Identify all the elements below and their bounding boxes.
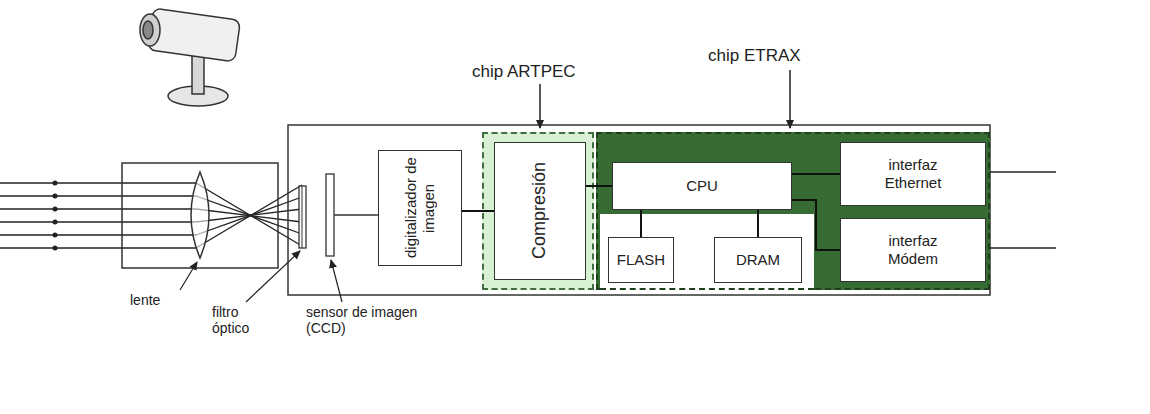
bus-connector (586, 185, 612, 187)
artpec-chip-region: chip ARTPECCompresión (482, 132, 594, 290)
ray-dots (53, 181, 58, 251)
bus-connector (462, 210, 494, 212)
callout-label: lente (130, 292, 160, 308)
box-label: DRAM (736, 251, 780, 269)
compression-box: Compresión (494, 142, 586, 280)
light-rays (0, 183, 302, 248)
leader-line (246, 251, 300, 302)
camera-lens (140, 14, 160, 46)
camera-lens-glass (143, 21, 153, 39)
bus-connector (792, 200, 840, 250)
ethernet-port-line (984, 171, 1056, 173)
chip-pointer (539, 84, 541, 128)
camera-housing (288, 125, 990, 295)
etrax-chip-region: chip ETRAXCPUFLASHDRAMinterfaz Etherneti… (596, 132, 990, 290)
bus-connector (757, 210, 759, 237)
chip-heading: chip ETRAX (708, 46, 801, 66)
interface-box: interfaz Ethernet (840, 142, 986, 206)
callout-label: filtro óptico (212, 304, 274, 336)
callout-label: sensor de imagen (CCD) (306, 304, 426, 336)
box-label: digitalizador de imagen (402, 156, 438, 260)
box-label: interfaz Módem (865, 232, 961, 268)
chip-pointer (789, 70, 791, 128)
chip-heading: chip ARTPEC (472, 62, 576, 82)
bus-connector (792, 173, 840, 175)
memory-box: FLASH (608, 237, 674, 283)
box-label: CPU (686, 177, 718, 195)
lens-housing (122, 163, 278, 268)
bus-connector (640, 210, 642, 237)
interface-box: interfaz Módem (840, 218, 986, 282)
box-label: interfaz Ethernet (865, 156, 961, 192)
leader-line (180, 262, 197, 290)
filter-line (302, 186, 303, 248)
digitizer-box: digitalizador de imagen (378, 150, 462, 266)
leader-line (331, 260, 342, 302)
box-label: Compresión (529, 162, 551, 259)
optical-filter (299, 186, 306, 248)
lens-shape (191, 172, 209, 258)
ccd-sensor (326, 174, 334, 256)
camera-icon (140, 8, 240, 106)
camera-stand (192, 56, 204, 94)
box-label: FLASH (617, 251, 665, 269)
camera-body (148, 8, 241, 62)
memory-box: DRAM (714, 237, 802, 283)
modem-port-line (984, 247, 1056, 249)
sensor-wire (334, 214, 378, 216)
cpu-box: CPU (612, 162, 792, 210)
